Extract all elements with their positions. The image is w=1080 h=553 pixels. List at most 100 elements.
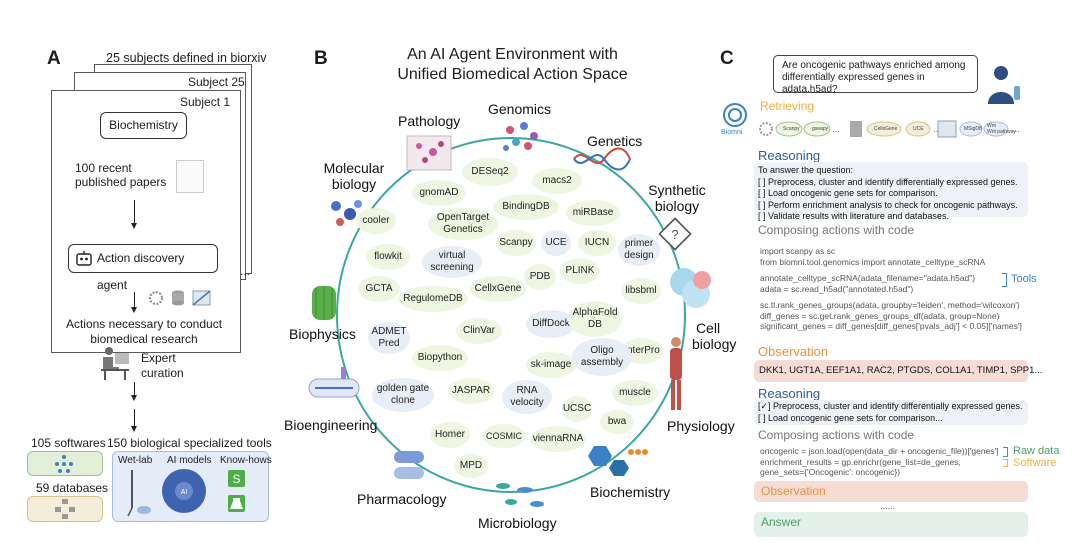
tool-skimage: sk-image <box>526 352 576 378</box>
tool-mpd: MPD <box>454 454 488 478</box>
tool-rna: RNA velocity <box>502 380 552 414</box>
tools-label: 150 biological specialized tools <box>107 436 272 450</box>
tool-gnomad: gnomAD <box>412 180 466 206</box>
panel-a-letter: A <box>47 48 61 69</box>
reasoning-box-2 <box>754 400 1028 425</box>
reason-item: [ ] Load oncogenic gene sets for compari… <box>758 188 938 198</box>
tool-virtual: virtual screening <box>422 246 482 278</box>
pathology-icon <box>406 135 452 171</box>
panel-b-letter: B <box>314 48 328 69</box>
title-line-1: An AI Agent Environment with <box>407 46 618 63</box>
tool-deseq2: DESeq2 <box>462 158 518 186</box>
observation-heading-2: Observation <box>761 484 826 498</box>
tools-tag: Tools <box>1011 273 1037 285</box>
question-text: Are oncogenic pathways enriched among di… <box>782 60 966 95</box>
domain-biophysics: Biophysics <box>289 326 356 342</box>
retrieving-heading: Retrieving <box>760 99 815 113</box>
tool-primer: primer design <box>618 234 660 266</box>
software-tag: Software <box>1013 457 1057 469</box>
panel-b-title: An AI Agent Environment with Unified Bio… <box>360 45 665 85</box>
domain-genomics: Genomics <box>488 101 552 117</box>
svg-text:…: … <box>933 125 941 134</box>
ellipsis-label: ... <box>240 264 251 278</box>
domain-pathology: Pathology <box>398 113 461 129</box>
bioengineering-icon <box>308 367 360 398</box>
subject-25-label: Subject 25 <box>188 75 245 89</box>
arrow-down-1 <box>131 200 137 229</box>
tool-golden: golden gate clone <box>372 378 434 412</box>
svg-text:AI: AI <box>181 489 188 496</box>
tool-gcta: GCTA <box>358 276 400 302</box>
svg-text:S: S <box>232 472 240 486</box>
reason-item: [✓] Preprocess, cluster and identify dif… <box>758 401 1023 411</box>
paper-icon <box>176 160 204 193</box>
domain-synthetic: Synthetic biology <box>648 182 706 214</box>
chip-cellxgene: CellxGene <box>874 126 898 132</box>
svg-text:…: … <box>832 125 840 134</box>
reasoning-heading-2: Reasoning <box>758 386 821 401</box>
pills-icon <box>394 451 424 479</box>
tool-biopython: Biopython <box>412 345 468 371</box>
question-box-icon: ? <box>658 217 692 251</box>
domain-biochemistry: Biochemistry <box>590 484 671 500</box>
domain-microbiology: Microbiology <box>478 515 557 531</box>
code-line: enrichment_results = gp.enrichr(gene_lis… <box>760 456 961 467</box>
domain-bioengineering: Bioengineering <box>284 417 378 433</box>
tool-admet: ADMET Pred <box>368 322 410 354</box>
tool-flowkit: flowkit <box>366 244 410 270</box>
domain-pharmacology: Pharmacology <box>357 491 447 507</box>
title-line-2: Unified Biomedical Action Space <box>397 66 628 83</box>
answer-box <box>754 512 1028 537</box>
tool-col-wetlab: Wet-lab <box>118 455 153 466</box>
network-icon <box>55 455 73 473</box>
tool-clinvar: ClinVar <box>456 318 502 344</box>
observation-heading: Observation <box>758 344 829 359</box>
agent-box: Action discovery agent <box>68 244 218 292</box>
panel-c-letter: C <box>720 48 734 69</box>
code-line: annotate_celltype_scRNA(adata_filename="… <box>760 273 976 283</box>
microbes-icon <box>496 483 544 507</box>
papers-label: 100 recent published papers <box>75 161 167 189</box>
answer-heading: Answer <box>761 515 802 529</box>
domain-molecular: Molecular biology <box>323 160 385 192</box>
code-block-2: oncogenic = json.load(open(data_dir + on… <box>760 446 999 478</box>
tool-plink: PLINK <box>560 258 600 284</box>
tool-ucsc: UCSC <box>562 396 592 422</box>
software-bracket <box>1003 459 1008 467</box>
code-line: adata = sc.read_h5ad("annotated.h5ad") <box>760 283 914 294</box>
code-line: from biomni.tool.genomics import annotat… <box>760 256 986 267</box>
svg-text:…: … <box>1012 125 1020 134</box>
code-line: significant_genes = diff_genes[diff_gene… <box>760 321 1022 331</box>
chip-gseapy: gseapy <box>812 126 829 132</box>
reasoning-heading: Reasoning <box>758 148 821 163</box>
body-icon <box>670 337 682 410</box>
tool-mirbase: miRBase <box>566 200 620 226</box>
tool-uce: UCE <box>541 230 571 256</box>
tool-jaspar: JASPAR <box>448 378 494 404</box>
reasoning-list: To answer the question: [ ] Preprocess, … <box>758 165 1018 223</box>
observation-box <box>754 360 1028 382</box>
tool-glyphs-icon <box>149 290 211 306</box>
code-line: import scanpy as sc <box>760 246 836 256</box>
protein-barrel-icon <box>312 286 336 320</box>
tool-col-ai: AI models <box>167 455 212 466</box>
tool-oligo: Oligo assembly <box>572 338 632 376</box>
tool-opentarget: OpenTarget Genetics <box>428 208 498 240</box>
genomics-icon <box>503 122 538 151</box>
tool-col-knowhow: Know-hows <box>220 455 272 466</box>
knowhow-icons: S <box>228 470 245 512</box>
tool-iucn: IUCN <box>578 230 616 256</box>
chip-uce: UCE <box>913 126 924 132</box>
code-line: gene_sets={'Oncogenic': oncogenic}) <box>760 467 901 477</box>
code-line: diff_genes = sc.get.rank_genes_groups_df… <box>760 310 1000 321</box>
chip-wnt-pathway: Wnt pathway <box>987 129 1016 135</box>
reason-item: [ ] Preprocess, cluster and identify dif… <box>758 176 1018 187</box>
tool-viennarna: viennaRNA <box>530 426 586 452</box>
retrieved-items-icons: … … … <box>759 120 1020 138</box>
molecular-icon <box>331 200 362 226</box>
tool-alphafold: AlphaFold DB <box>568 301 622 337</box>
composing-heading: Composing actions with code <box>758 223 915 237</box>
reasoning-list-2: [✓] Preprocess, cluster and identify dif… <box>758 401 1023 424</box>
databases-label: 59 databases <box>36 481 109 495</box>
